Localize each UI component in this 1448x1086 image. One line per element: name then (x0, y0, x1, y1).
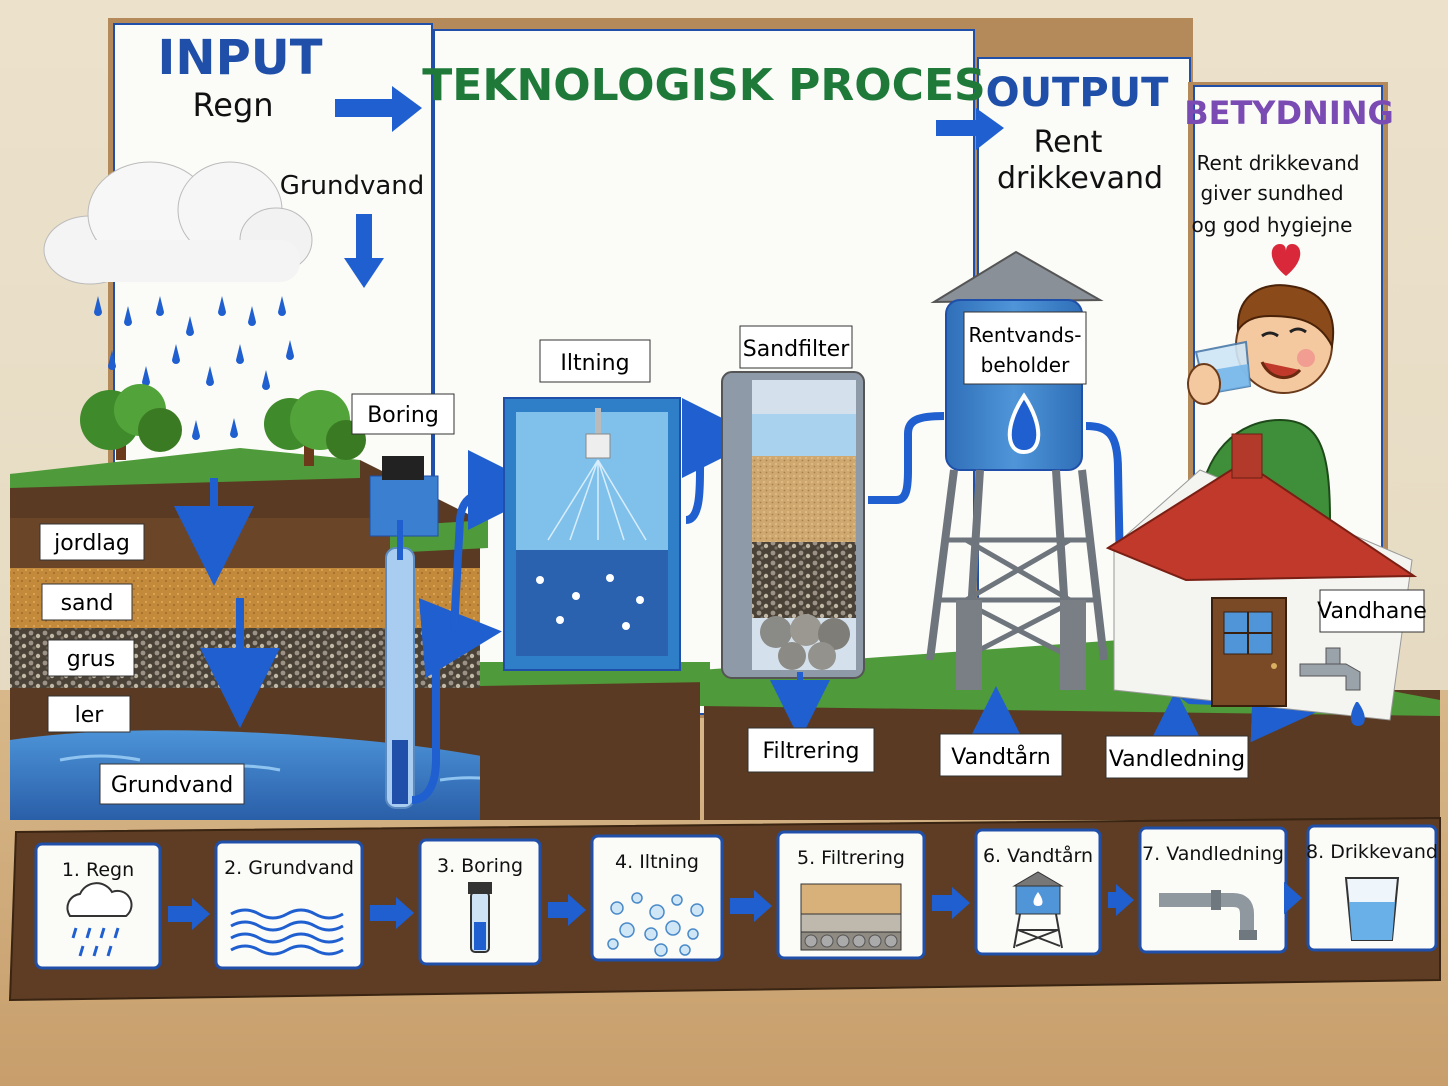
pipe (868, 412, 945, 504)
tank-label-line1: Rentvands- (969, 323, 1082, 347)
soil-label-grus: grus (67, 647, 115, 672)
boring-label-box (351, 393, 455, 435)
bubbles-icon (607, 892, 704, 957)
output-line1: Rent (1034, 125, 1103, 160)
boring-label: Boring (367, 403, 439, 428)
process-title: TEKNOLOGISK PROCES (422, 60, 985, 111)
process-step-card: 1. Regn (34, 842, 162, 970)
process-step-card: 3. Boring (418, 838, 542, 966)
house-model (1105, 433, 1418, 726)
heart-icon (1271, 244, 1301, 276)
groundwater-label: Grundvand (111, 773, 233, 798)
meaning-line3: og god hygiejne (1192, 213, 1353, 237)
water-tower-label: Vandtårn (951, 744, 1050, 770)
process-step-card: 7. Vandledning (1138, 826, 1288, 954)
step-arrow-icon (1108, 884, 1134, 916)
aeration-tank-model (503, 397, 681, 671)
step-label: 8. Drikkevand (1306, 841, 1438, 863)
water-pipe-label: Vandledning (1109, 747, 1245, 772)
water-glass-icon (1344, 877, 1400, 941)
step-arrow-icon (1284, 882, 1302, 914)
water-tower-label-box (939, 733, 1063, 777)
process-step-card: 5. Filtrering (776, 830, 926, 960)
ground-block-middle (480, 672, 700, 820)
sandfilter-model (721, 371, 865, 679)
step-arrow-icon (168, 898, 210, 930)
meaning-line1: Rent drikkevand (1197, 151, 1360, 175)
faucet-label-box (1319, 589, 1425, 633)
rain-drops (94, 296, 294, 440)
pipe-icon (1159, 890, 1257, 940)
process-step-card: 2. Grundvand (214, 840, 364, 970)
filtration-label: Filtrering (762, 739, 859, 764)
water-drop-icon (1350, 702, 1365, 726)
aeration-label-box (539, 339, 651, 383)
process-step-card: 6. Vandtårn (974, 828, 1102, 956)
process-step-card: 8. Drikkevand (1306, 824, 1438, 952)
step-arrow-icon (932, 887, 970, 919)
step-label: 7. Vandledning (1142, 843, 1284, 865)
filtration-label-box (747, 727, 875, 773)
water-pipe-label-box (1105, 735, 1249, 779)
output-line2: drikkevand (997, 161, 1163, 196)
soil-label-jordlag: jordlag (53, 531, 130, 556)
water-drop-icon (1007, 392, 1041, 455)
waves-icon (230, 908, 344, 956)
soil-label-sand: sand (61, 591, 114, 616)
process-steps: 1. Regn 2. Grundvand 3. Boring 4. Iltning 5.… (34, 824, 1438, 970)
input-title: INPUT (158, 30, 323, 86)
meaning-title: BETYDNING (1184, 94, 1394, 132)
step-label: 3. Boring (437, 855, 523, 877)
faucet-icon (1299, 663, 1361, 691)
pipe-arrow (681, 398, 762, 524)
trees (80, 384, 366, 466)
cloud-model (43, 161, 313, 285)
well-pipe-icon (468, 882, 492, 953)
tank-label-line2: beholder (981, 353, 1070, 377)
step-label: 2. Grundvand (224, 857, 354, 879)
output-title: OUTPUT (986, 70, 1170, 116)
tank-label-box (963, 311, 1087, 385)
meaning-line2: giver sundhed (1200, 181, 1343, 205)
right-arrow-head-icon (976, 108, 1004, 150)
sandfilter-label-box (739, 325, 853, 369)
step-arrow-icon (370, 897, 414, 929)
down-arrow-head-icon (344, 258, 384, 288)
step-label: 6. Vandtårn (983, 844, 1093, 867)
process-step-card: 4. Iltning (590, 834, 724, 962)
water-tower-icon (1012, 871, 1064, 949)
step-label: 1. Regn (62, 859, 134, 881)
sandfilter-label: Sandfilter (743, 337, 850, 362)
filter-layers-icon (800, 883, 902, 951)
soil-label-ler: ler (75, 703, 105, 728)
step-arrow-icon (730, 890, 772, 922)
rain-cloud-icon (66, 882, 133, 957)
aeration-label: Iltning (560, 351, 629, 376)
right-arrow-head-icon (392, 86, 422, 132)
input-rain-text: Regn (192, 86, 273, 124)
step-label: 4. Iltning (615, 851, 699, 873)
step-label: 5. Filtrering (797, 847, 905, 869)
step-arrow-icon (548, 894, 586, 926)
faucet-label: Vandhane (1317, 599, 1427, 624)
input-groundwater-text: Grundvand (280, 171, 425, 201)
soil-layer-labels: jordlag sand grus ler Grundvand (39, 523, 245, 805)
